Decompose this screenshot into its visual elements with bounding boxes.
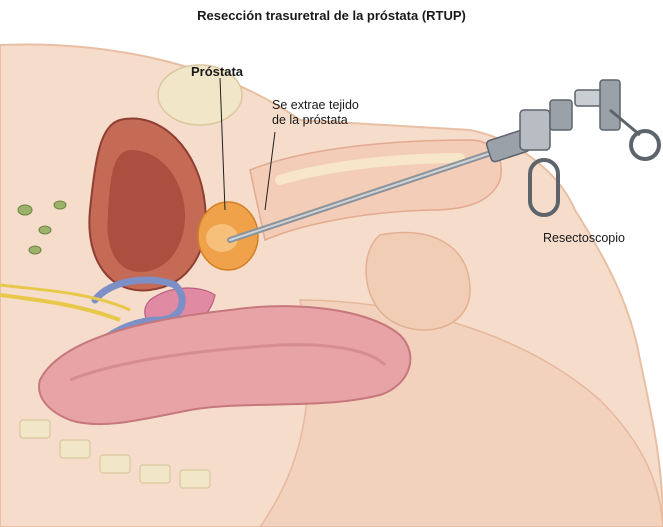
prostate-label: Próstata (191, 64, 243, 79)
diagram-title: Resección trasuretral de la próstata (RT… (0, 8, 663, 23)
tissue-removed-label: Se extrae tejido de la próstata (272, 98, 359, 128)
tissue-label-line2: de la próstata (272, 113, 359, 128)
tissue-label-line1: Se extrae tejido (272, 98, 359, 113)
resectoscope-label: Resectoscopio (543, 231, 625, 245)
